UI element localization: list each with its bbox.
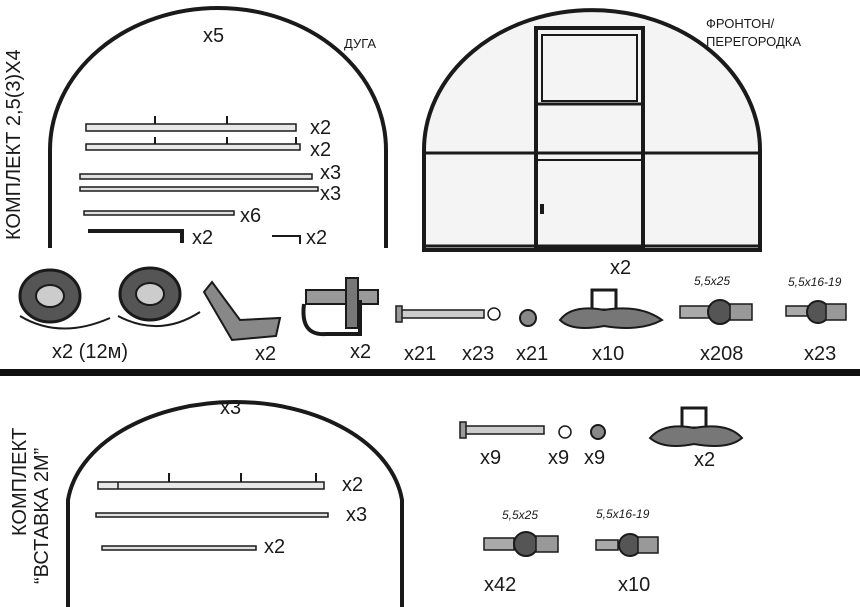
bar-6 (88, 229, 184, 243)
bar-1 (85, 116, 297, 132)
bolt-long (395, 305, 501, 323)
fastener-qty: x9 (548, 447, 570, 469)
fastener-qty: x2 (694, 449, 716, 471)
bar-qty: x3 (346, 504, 368, 526)
wire-coil-2 (117, 266, 201, 327)
screw-size-label: 5,5x25 (694, 274, 731, 288)
ground-clamp (301, 277, 379, 337)
bar-qty: x3 (320, 183, 342, 205)
arch-label: ДУГА (344, 36, 377, 51)
gable-label-1: ФРОНТОН/ (706, 16, 775, 31)
bar-qty: x3 (320, 162, 342, 184)
screw-small-1 (785, 300, 847, 324)
bar-k2-1 (97, 473, 325, 490)
crab-connector-k2 (648, 406, 744, 447)
screw-size-label: 5,5x16-19 (788, 275, 842, 289)
fastener-qty: x9 (480, 447, 502, 469)
bolt-long-k2 (459, 421, 572, 439)
fastener-qty: x42 (484, 574, 517, 596)
screw-large-1 (679, 299, 753, 325)
arch-qty: x5 (203, 25, 225, 47)
nut-k2 (590, 424, 606, 440)
fastener-qty: x10 (618, 574, 651, 596)
fastener-qty: x23 (804, 343, 837, 365)
fastener-qty: x2 (350, 341, 372, 363)
fastener-qty: x2 (255, 343, 277, 365)
gable-label-2: ПЕРЕГОРОДКА (706, 34, 802, 49)
fastener-qty: x9 (584, 447, 606, 469)
fastener-qty: x21 (404, 343, 437, 365)
screw-large-k2 (483, 531, 559, 557)
bar-qty: x6 (240, 205, 262, 227)
bar-qty: x2 (310, 117, 332, 139)
bar-7 (272, 235, 301, 244)
fastener-qty: x10 (592, 343, 625, 365)
bar-5 (83, 210, 235, 216)
screw-small-k2 (595, 533, 659, 557)
bar-qty: x2 (264, 536, 286, 558)
nut (519, 309, 537, 327)
fastener-qty: x208 (700, 343, 744, 365)
wire-coil-1 (18, 268, 111, 330)
gable-qty: x2 (610, 257, 632, 279)
bar-2 (85, 137, 301, 151)
crab-connector (558, 288, 664, 329)
bar-k2-2 (95, 512, 329, 518)
arch-kit2 (66, 399, 404, 607)
bar-qty: x2 (306, 227, 328, 249)
section-divider (0, 369, 860, 376)
fastener-qty: x21 (516, 343, 549, 365)
bar-4 (79, 186, 319, 192)
kit1-title: КОМПЛЕКТ 2,5(3)Х4 (3, 49, 25, 240)
bar-qty: x2 (310, 139, 332, 161)
corner-bracket (202, 280, 282, 342)
fastener-qty: x23 (462, 343, 495, 365)
bar-qty: x2 (342, 474, 364, 496)
bar-k2-3 (101, 545, 257, 551)
screw-size-label: 5,5x25 (502, 508, 539, 522)
kit2-title-1: КОМПЛЕКТ (9, 427, 31, 536)
bar-qty: x2 (192, 227, 214, 249)
bar-3 (79, 173, 313, 180)
fastener-qty: x2 (12м) (52, 341, 128, 363)
kit2-title-2: “ВСТАВКА 2М” (31, 447, 53, 584)
screw-size-label: 5,5x16-19 (596, 507, 650, 521)
arch-qty-k2: x3 (220, 397, 242, 419)
arch-kit1 (48, 6, 388, 248)
gable-frame (422, 8, 762, 252)
